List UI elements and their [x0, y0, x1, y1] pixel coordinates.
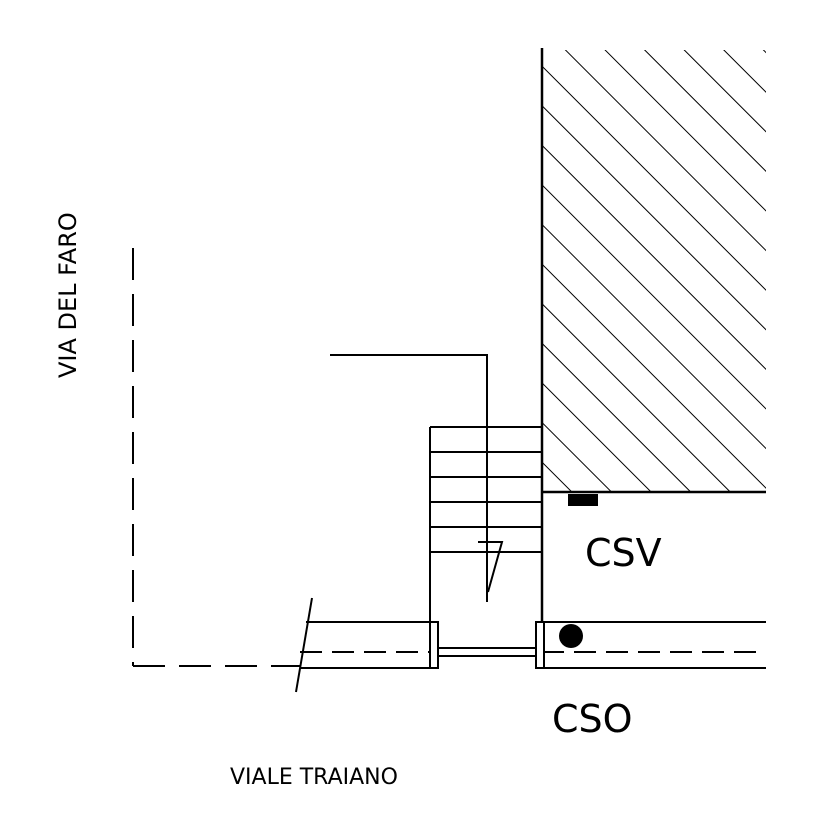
building-hatch [542, 50, 766, 492]
csv-marker [568, 494, 598, 506]
leader-line [330, 354, 488, 602]
cso-marker-dot [559, 624, 583, 648]
break-line [295, 597, 313, 693]
pillar-left [429, 621, 439, 669]
marker-label-cso: CSO [552, 697, 633, 741]
street-label-horizontal: VIALE TRAIANO [230, 765, 398, 790]
building-block [540, 48, 766, 668]
street-label-vertical: VIA DEL FARO [54, 212, 82, 378]
pillar-right [535, 621, 545, 669]
stair-arrow [478, 541, 504, 593]
marker-label-csv: CSV [585, 531, 662, 575]
